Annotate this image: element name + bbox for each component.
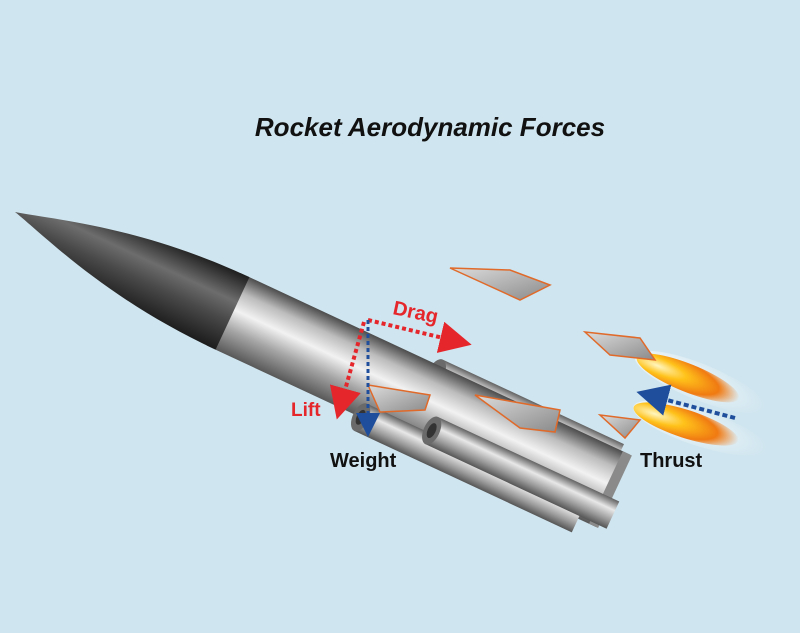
thrust-arrow — [636, 384, 736, 420]
fin-right-top — [582, 331, 657, 361]
thrust-label: Thrust — [640, 450, 703, 472]
fin-bottom-right — [597, 413, 642, 440]
fin-bottom-left — [366, 384, 431, 413]
fin-top — [449, 267, 552, 301]
booster-bottom-right — [422, 416, 620, 529]
nose-cone — [15, 212, 250, 350]
fin-bottom-mid — [474, 394, 561, 433]
drag-arrow — [367, 318, 472, 353]
weight-label: Weight — [330, 450, 397, 472]
drag-label: Drag — [391, 297, 440, 328]
diagram-title: Rocket Aerodynamic Forces — [254, 112, 606, 142]
lift-arrow — [329, 321, 366, 420]
lift-label: Lift — [291, 400, 321, 421]
